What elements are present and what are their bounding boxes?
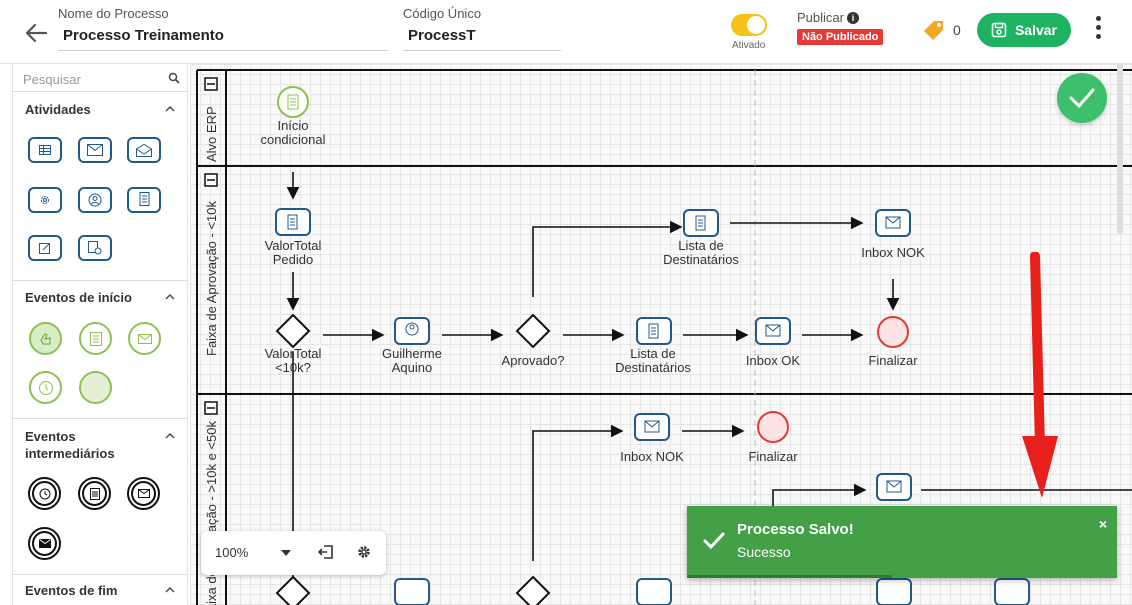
activity-mail-open-icon[interactable] [127,137,161,163]
lane-collapse-icon[interactable] [204,401,218,415]
task-inbox-nok-bottom[interactable] [634,413,670,441]
task-valortotal-pedido[interactable] [275,208,311,236]
node-label: Destinatários [663,252,739,267]
gateway-valortotal-10k[interactable] [275,313,311,349]
toggle-label: Ativado [732,40,766,51]
gear-icon[interactable] [356,544,372,560]
save-button[interactable]: Salvar [977,13,1071,47]
code-label: Código Único [403,6,482,21]
intermediate-clock-icon[interactable] [28,477,61,510]
active-toggle[interactable] [731,14,767,36]
task-mail-partial[interactable] [876,473,912,501]
task-lista-destinatarios-mid[interactable] [636,317,672,345]
search-input[interactable]: Pesquisar [13,64,187,92]
diagram-canvas[interactable]: Alvo ERP Faixa de Aprovação - <10k Faixa… [190,64,1132,605]
start-event-node[interactable] [277,86,309,118]
activity-gear-icon[interactable] [28,187,62,213]
node-label: Lista de [678,238,724,253]
zoom-toolbar: 100% [201,531,386,575]
activity-settings-doc-icon[interactable] [78,235,112,261]
node-label: Aquino [392,360,432,375]
node-label: Lista de [630,346,676,361]
node-label: condicional [260,132,325,147]
node-label: Pedido [273,252,313,267]
activity-script-icon[interactable] [127,187,161,213]
node-label: <10k? [275,360,311,375]
start-document-icon[interactable] [79,322,112,355]
end-event-finalizar[interactable] [757,411,789,443]
activity-edit-icon[interactable] [28,235,62,261]
node-label: Finalizar [748,449,798,464]
activity-user-icon[interactable] [78,187,112,213]
activities-section-title[interactable]: Atividades [25,102,91,117]
lane-collapse-icon[interactable] [204,77,218,91]
node-label: Finalizar [868,353,918,368]
intermediate-document-icon[interactable] [78,477,111,510]
task-inbox-nok-top[interactable] [875,209,911,237]
end-events-section-title[interactable]: Eventos de fim [25,583,118,598]
lane-label-alvo-erp: Alvo ERP [204,106,219,162]
task-inbox-ok[interactable] [755,317,791,345]
toast-progress-bar [687,575,892,578]
zoom-select[interactable]: 100% [215,545,249,560]
saved-check-icon [1057,73,1107,123]
palette-sidebar: Pesquisar Atividades Eventos de início E… [12,64,188,605]
search-icon [168,72,180,84]
caret-down-icon[interactable] [281,550,291,556]
chevron-up-icon[interactable] [165,586,175,594]
toast-close-icon[interactable]: × [1098,516,1107,532]
search-placeholder: Pesquisar [23,72,81,87]
vertical-scrollbar[interactable] [1117,64,1123,234]
chevron-up-icon[interactable] [165,432,175,440]
node-label: ValorTotal [265,346,322,361]
start-blank-icon[interactable] [79,371,112,404]
end-event-finalizar[interactable] [877,316,909,348]
process-name-input[interactable]: Processo Treinamento [58,27,388,51]
node-label: Guilherme [382,346,442,361]
node-label: Destinatários [615,360,691,375]
app-header: Nome do Processo Processo Treinamento Có… [0,0,1132,64]
toast-message: Sucesso [737,544,791,560]
check-icon [703,532,725,550]
node-label: Inbox OK [746,353,801,368]
node-label: ValorTotal [265,238,322,253]
lane-label-faixa-50k: Faixa de Aprovação - >10k e <50k [204,420,219,605]
task-lista-destinatarios-top[interactable] [683,209,719,237]
chevron-up-icon[interactable] [165,105,175,113]
save-icon [991,22,1007,38]
back-arrow-icon[interactable] [24,22,48,44]
node-label: Aprovado? [502,353,565,368]
tag-count: 0 [953,22,961,38]
toast-title: Processo Salvo! [737,521,854,538]
start-hand-icon[interactable] [29,322,62,355]
lane-collapse-icon[interactable] [204,173,218,187]
intermediate-mail-filled-icon[interactable] [28,527,61,560]
gateway-aprovado[interactable] [515,313,551,349]
lane-label-faixa-10k: Faixa de Aprovação - <10k [204,200,219,356]
tag-icon[interactable] [922,19,946,41]
activity-mail-exchange-icon[interactable] [78,137,112,163]
toast-notification: Processo Salvo! Sucesso × [687,506,1117,578]
more-menu-icon[interactable] [1090,16,1106,44]
start-mail-icon[interactable] [128,322,161,355]
start-events-section-title[interactable]: Eventos de início [25,290,132,305]
chevron-up-icon[interactable] [165,293,175,301]
fit-screen-icon[interactable] [318,544,334,560]
activity-table-icon[interactable] [28,137,62,163]
annotation-arrow-icon [1022,252,1058,498]
publish-status-badge: Não Publicado [797,29,884,45]
save-label: Salvar [1014,22,1058,38]
info-icon[interactable]: i [846,12,859,24]
node-label: Inbox NOK [861,245,925,260]
process-name-label: Nome do Processo [58,6,169,21]
intermediate-mail-icon[interactable] [127,477,160,510]
code-input[interactable]: ProcessT [403,27,561,51]
task-guilherme-aquino[interactable] [394,317,430,345]
node-label: Início [277,118,308,133]
node-label: Inbox NOK [620,449,684,464]
start-clock-icon[interactable] [29,371,62,404]
